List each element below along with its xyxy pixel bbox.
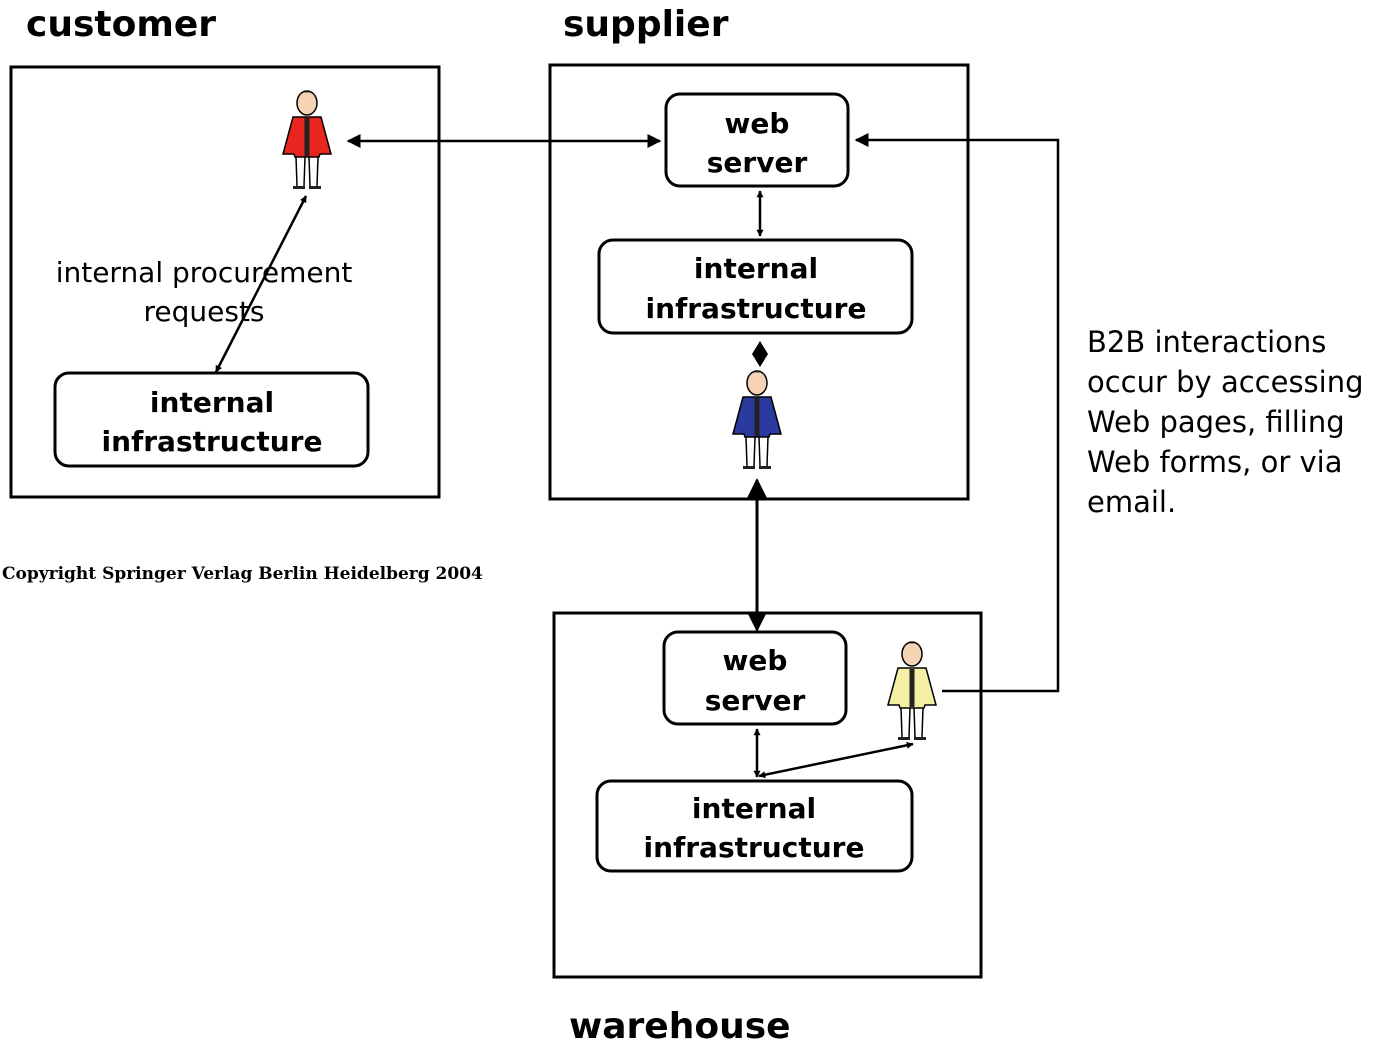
customer-internal-arrow [214, 195, 308, 373]
note-line1: B2B interactions [1087, 325, 1326, 359]
warehouse-web-server-box: web server [662, 630, 848, 726]
warehouse-label: warehouse [569, 1006, 791, 1042]
note-line3: Web pages, filling [1087, 405, 1345, 439]
warehouse-infrastructure-box: internal infrastructure [595, 779, 914, 873]
warehouse-person-icon [887, 641, 937, 740]
warehouse-infra-line2: infrastructure [644, 831, 865, 864]
supplier-infra-line1: internal [694, 252, 818, 285]
customer-person-icon [282, 90, 332, 189]
customer-infra-line2: infrastructure [102, 425, 323, 458]
b2b-note: B2B interactions occur by accessing Web … [1087, 325, 1364, 519]
supplier-infra-line2: infrastructure [646, 292, 867, 325]
note-line5: email. [1087, 485, 1176, 519]
supplier-web-line1: web [725, 107, 790, 140]
supplier-web-server-box: web server [664, 92, 850, 188]
procurement-label-line1: internal procurement [56, 256, 353, 289]
warehouse-infra-line1: internal [692, 792, 816, 825]
note-line4: Web forms, or via [1087, 445, 1342, 479]
warehouse-frame [552, 611, 983, 979]
supplier-web-line2: server [707, 146, 808, 179]
customer-infrastructure-box: internal infrastructure [53, 371, 370, 468]
customer-label: customer [26, 4, 216, 45]
copyright-text: Copyright Springer Verlag Berlin Heidelb… [2, 564, 483, 584]
note-line2: occur by accessing [1087, 365, 1364, 399]
warehouse-web-line1: web [723, 644, 788, 677]
warehouse-person-infra-arrow [758, 741, 914, 779]
supplier-person-icon [732, 370, 782, 469]
supplier-infrastructure-box: internal infrastructure [597, 238, 914, 335]
customer-infra-line1: internal [150, 386, 274, 419]
warehouse-web-line2: server [705, 684, 806, 717]
customer-frame [9, 65, 441, 499]
supplier-label: supplier [563, 4, 729, 45]
supplier-infra-person-connector [752, 341, 768, 367]
warehouse-email-arrow [854, 133, 1060, 693]
